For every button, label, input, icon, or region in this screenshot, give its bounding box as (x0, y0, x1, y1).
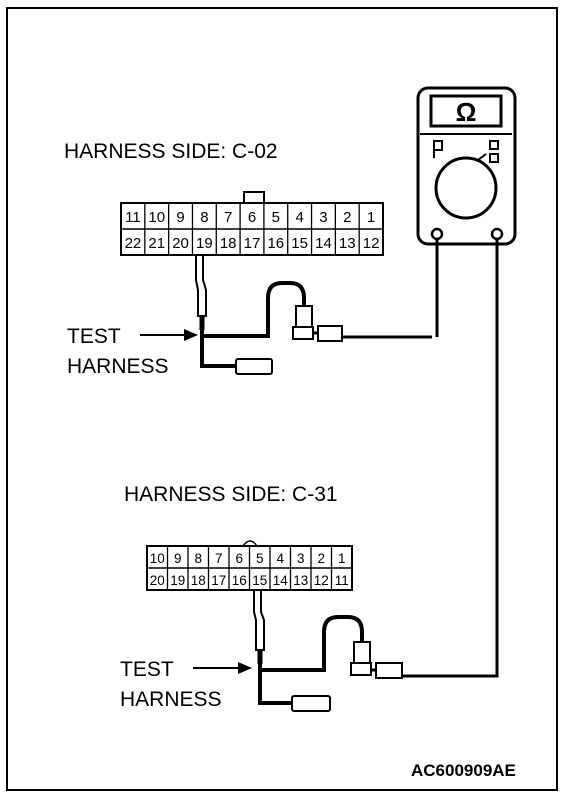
pin-number-16: 16 (232, 573, 247, 588)
pin-number-10: 10 (148, 209, 165, 226)
svg-text:TEST: TEST (120, 658, 174, 681)
pin-number-20: 20 (150, 573, 165, 588)
pin-number-1: 1 (367, 209, 375, 226)
pin-number-5: 5 (272, 209, 280, 226)
pin-number-14: 14 (315, 235, 332, 252)
pin-number-19: 19 (196, 235, 213, 252)
svg-text:HARNESS: HARNESS (67, 355, 169, 378)
pin-number-6: 6 (248, 209, 256, 226)
pin-number-20: 20 (172, 235, 189, 252)
pin-number-18: 18 (220, 235, 237, 252)
pin-number-19: 19 (170, 573, 185, 588)
pin-number-10: 10 (150, 551, 165, 566)
pin-number-2: 2 (343, 209, 351, 226)
pin-number-18: 18 (191, 573, 206, 588)
test-harness-probe-c02 (195, 254, 432, 375)
pin-number-8: 8 (200, 209, 208, 226)
pin-number-12: 12 (363, 235, 380, 252)
pin-number-6: 6 (235, 551, 243, 566)
pin-number-11: 11 (335, 573, 349, 588)
test-harness-label-top: TEST HARNESS (67, 325, 198, 378)
pin-number-13: 13 (339, 235, 356, 252)
connector-c02-title: HARNESS SIDE: C-02 (64, 140, 278, 163)
figure-frame (6, 7, 558, 791)
pin-number-8: 8 (194, 551, 202, 566)
pin-number-22: 22 (125, 235, 142, 252)
pin-number-3: 3 (297, 551, 305, 566)
pin-number-2: 2 (317, 551, 325, 566)
pin-number-17: 17 (211, 573, 226, 588)
pin-number-12: 12 (314, 573, 329, 588)
pin-number-5: 5 (256, 551, 264, 566)
ohm-symbol: Ω (456, 97, 477, 127)
svg-text:TEST: TEST (67, 325, 121, 348)
figure-code: AC600909AE (411, 761, 516, 780)
pin-number-7: 7 (215, 551, 223, 566)
pin-number-7: 7 (224, 209, 232, 226)
pin-number-9: 9 (174, 551, 182, 566)
pin-number-13: 13 (293, 573, 308, 588)
connector-c31-title: HARNESS SIDE: C-31 (124, 483, 338, 506)
pin-number-15: 15 (291, 235, 308, 252)
pin-number-21: 21 (148, 235, 165, 252)
ohmmeter-icon: Ω (416, 86, 517, 246)
pin-number-14: 14 (273, 573, 289, 588)
svg-text:HARNESS: HARNESS (120, 688, 222, 711)
pin-number-17: 17 (244, 235, 261, 252)
meter-lead-2 (402, 239, 499, 678)
test-harness-label-bottom: TEST HARNESS (120, 658, 252, 711)
pin-number-11: 11 (125, 209, 141, 226)
pin-number-4: 4 (295, 209, 303, 226)
pin-number-4: 4 (276, 551, 284, 566)
pin-number-15: 15 (252, 573, 267, 588)
pin-number-9: 9 (176, 209, 184, 226)
pin-number-16: 16 (267, 235, 284, 252)
pin-number-3: 3 (319, 209, 327, 226)
test-harness-probe-c31 (253, 589, 403, 712)
pin-number-1: 1 (338, 551, 346, 566)
